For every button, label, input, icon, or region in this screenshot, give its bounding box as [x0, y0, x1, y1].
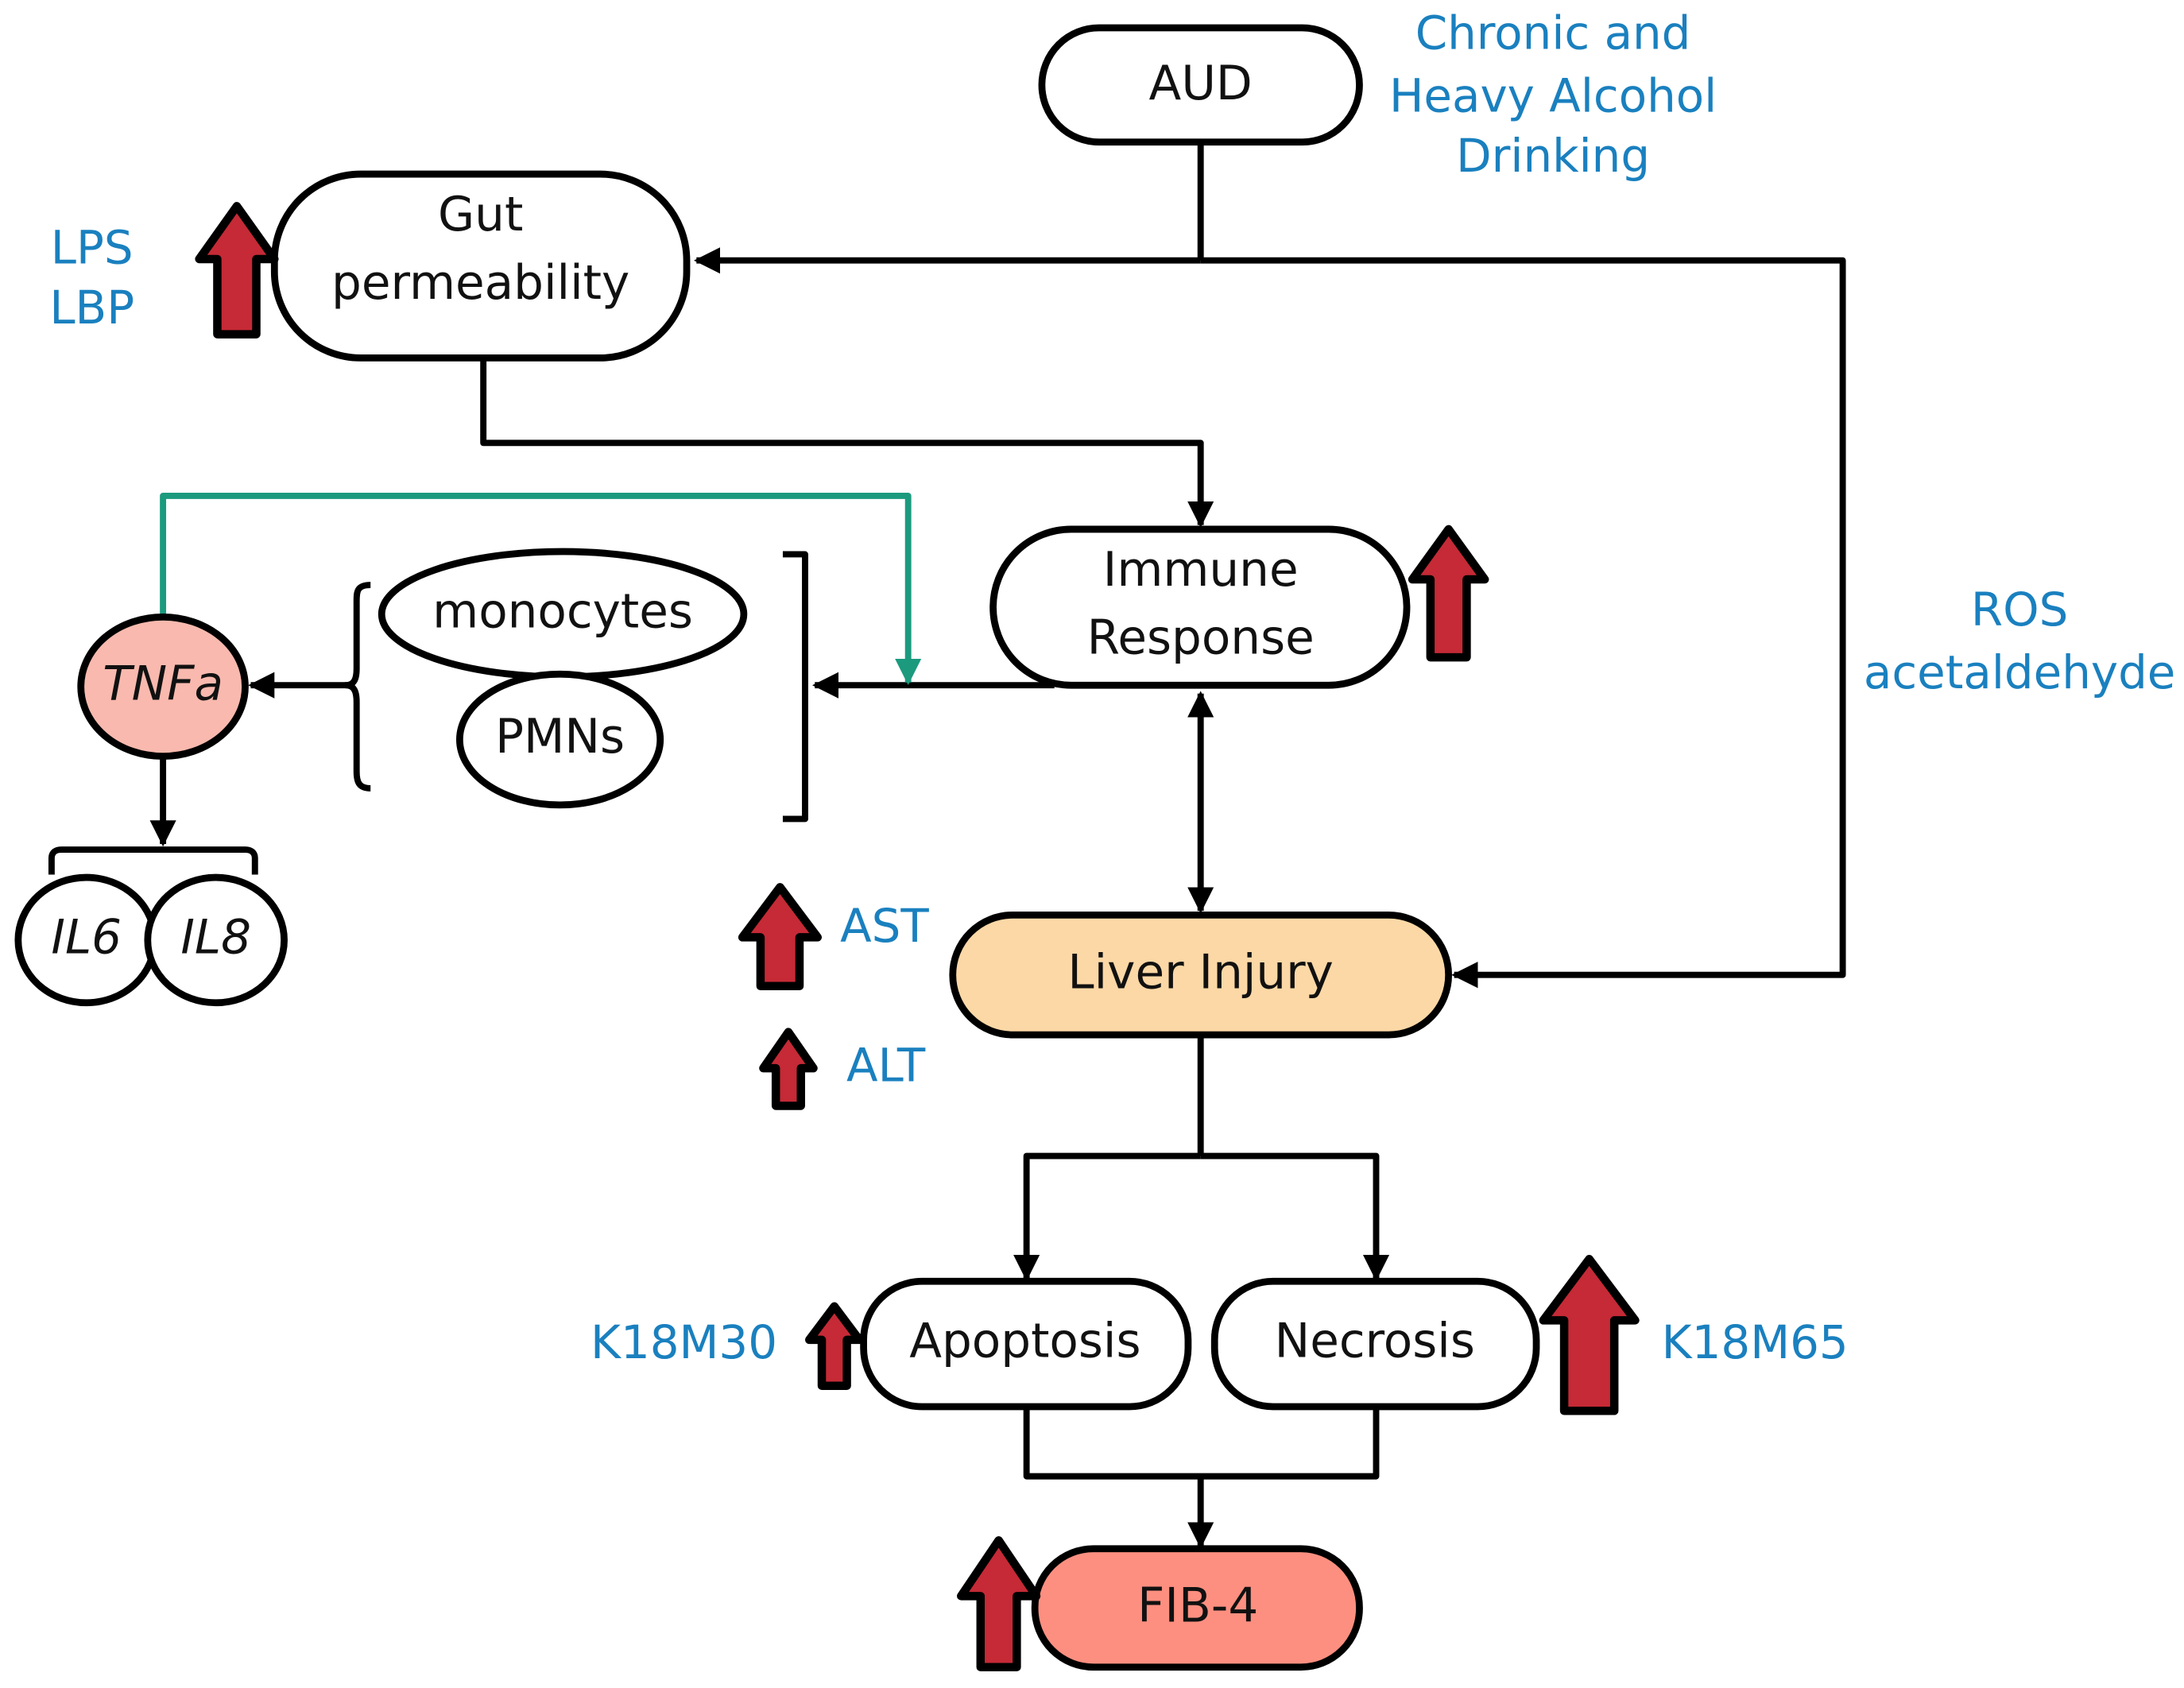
k18m65-label: K18M65 [1662, 1315, 1849, 1369]
node-apoptosis-label: Apoptosis [909, 1314, 1140, 1369]
node-aud[interactable]: AUD [1038, 24, 1363, 146]
node-gut-label-line1: Gut [438, 188, 523, 242]
node-immune-label-line1: Immune [1103, 543, 1299, 598]
node-fib4[interactable]: FIB-4 [1031, 1545, 1363, 1671]
node-immune-response[interactable]: Immune Response [989, 525, 1411, 689]
edge-liver-to-necrosis [1200, 1152, 1390, 1282]
up-arrow-icon-ast [738, 883, 823, 991]
chronic-drinking-line3: Drinking [1456, 129, 1650, 183]
up-arrow-icon-fib-4 [957, 1535, 1041, 1671]
node-immune-label-line2: Response [1087, 611, 1315, 666]
node-tnfa-label: TNFa [103, 657, 223, 712]
node-necrosis[interactable]: Necrosis [1210, 1277, 1540, 1411]
node-pmns[interactable]: PMNs [455, 670, 664, 809]
node-apoptosis[interactable]: Apoptosis [860, 1277, 1192, 1411]
node-necrosis-label: Necrosis [1275, 1314, 1475, 1369]
node-gut-label-line2: permeability [331, 256, 629, 311]
node-tnfa[interactable]: TNFa [77, 613, 249, 760]
right-bracket [782, 551, 808, 823]
ros-label: ROS [1971, 583, 2068, 637]
up-arrow-icon-alt [759, 1028, 818, 1110]
up-arrow-icon-immune-response [1408, 525, 1489, 662]
edge-apoptosis-necrosis-merge [1023, 1407, 1380, 1480]
connectors [149, 141, 1846, 1549]
up-arrow-icon-gut-permeability [195, 202, 279, 339]
increase-indicators [195, 202, 1640, 1671]
node-il6[interactable]: IL6 [14, 873, 158, 1007]
ast-label: AST [840, 899, 929, 953]
up-arrow-icon-k18m65 [1539, 1254, 1640, 1415]
node-liver-injury[interactable]: Liver Injury [949, 911, 1453, 1039]
alt-label: ALT [846, 1038, 926, 1092]
node-liver-label: Liver Injury [1067, 945, 1334, 1000]
node-il8-label: IL8 [180, 911, 251, 966]
k18m30-label: K18M30 [591, 1315, 777, 1369]
edge-aud-to-liver [1200, 257, 1846, 989]
node-gut-permeability[interactable]: Gut permeability [270, 170, 691, 362]
up-arrow-icon-k18m30 [804, 1302, 864, 1390]
node-fib4-label: FIB-4 [1137, 1579, 1258, 1634]
node-pmns-label: PMNs [495, 710, 625, 765]
node-il6-label: IL6 [51, 911, 122, 966]
node-monocytes[interactable]: monocytes [378, 548, 748, 681]
edge-liver-to-apoptosis [1013, 1152, 1201, 1282]
acetaldehyde-label: acetaldehyde [1864, 645, 2175, 699]
edge-gut-to-immune [480, 358, 1214, 528]
lbp-label: LBP [49, 281, 134, 335]
chronic-drinking-line2: Heavy Alcohol [1389, 69, 1717, 123]
interleukin-bracket [48, 846, 258, 875]
left-curly-brace [342, 582, 371, 792]
lps-label: LPS [51, 221, 134, 275]
node-aud-label: AUD [1149, 56, 1253, 111]
chronic-drinking-line1: Chronic and [1415, 6, 1691, 60]
node-il8[interactable]: IL8 [144, 873, 288, 1007]
node-monocytes-label: monocytes [432, 584, 693, 639]
edge-tnfa-feedback [160, 492, 922, 686]
